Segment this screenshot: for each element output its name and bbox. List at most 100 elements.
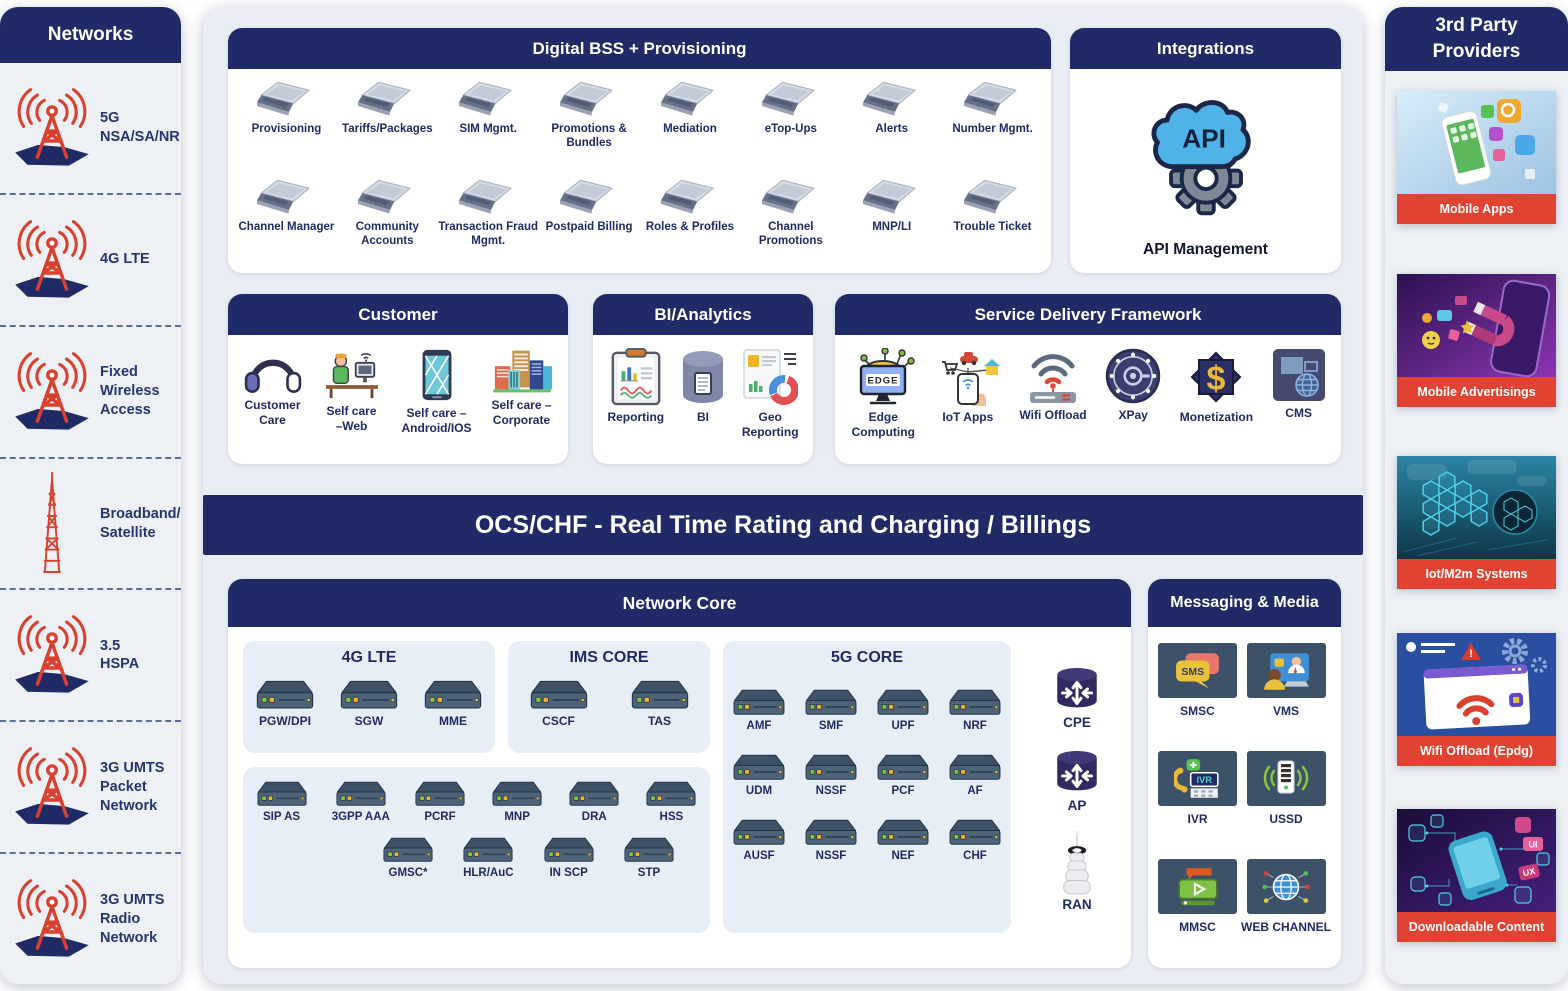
access-label: CPE <box>1063 715 1091 730</box>
server-icon <box>629 679 691 712</box>
node-label: CHF <box>963 850 987 862</box>
bss-item: eTop-Ups <box>740 74 841 172</box>
radio-tower-icon <box>6 88 98 168</box>
api-icon: API <box>1070 74 1341 239</box>
laptop-icon <box>863 81 921 120</box>
node-label: NSSF <box>815 850 847 862</box>
bss-item: Tariffs/Packages <box>337 74 438 172</box>
server-icon <box>947 688 1003 718</box>
network-node: HSS <box>644 780 698 823</box>
network-item-label: 4G LTE <box>100 251 150 268</box>
radio-tower-icon <box>6 615 98 695</box>
messaging-item-label: VMS <box>1272 704 1299 718</box>
network-node: UPF <box>875 688 931 732</box>
sdf-item: $ Monetization <box>1180 338 1253 425</box>
node-label: SMF <box>818 720 844 732</box>
network-node: GMSC* <box>381 836 435 879</box>
messaging-items: SMS SMSC <box>1158 643 1331 934</box>
laptop-icon <box>358 81 416 120</box>
database-icon <box>682 351 723 403</box>
digital-bss-header: Digital BSS + Provisioning <box>228 28 1051 69</box>
bi-item-label: BI <box>696 410 709 424</box>
network-node: AUSF <box>731 818 787 862</box>
bi-item-label: Reporting <box>607 410 665 424</box>
edge-computing-icon: EDGE <box>860 348 915 405</box>
iot-m2m-thumbnail <box>1397 456 1556 559</box>
network-item-label: 5G NSA/SA/NR <box>100 110 180 145</box>
node-label: NSSF <box>815 785 847 797</box>
messaging-media-title: Messaging & Media <box>1170 594 1319 611</box>
bss-item: Trouble Ticket <box>942 172 1043 270</box>
network-item-4g: 4G LTE <box>0 195 181 327</box>
messaging-item-label: SMSC <box>1180 704 1215 718</box>
bss-item: Promotions & Bundles <box>539 74 640 172</box>
radio-tower-icon <box>6 352 98 432</box>
networks-header: Networks <box>0 7 181 63</box>
server-icon <box>731 818 787 848</box>
bss-item-label: Promotions & Bundles <box>551 123 627 150</box>
ocs-chf-banner-label: OCS/CHF - Real Time Rating and Charging … <box>474 510 1092 539</box>
five-g-group-title: 5G CORE <box>830 649 903 666</box>
bss-item-label: SIM Mgmt. <box>459 123 517 135</box>
messaging-item: WEB CHANNEL <box>1241 859 1331 934</box>
digital-bss-grid: Provisioning Tariffs/Packages SIM Mgmt. … <box>236 74 1043 269</box>
laptop-icon <box>560 81 618 120</box>
customer-item: Self care – Corporate <box>491 338 553 428</box>
bss-item-label: Transaction Fraud Mgmt. <box>438 220 539 247</box>
network-node: HLR/AuC <box>461 836 515 879</box>
bss-item-label: Community Accounts <box>355 220 419 247</box>
sdf-item: IoT Apps <box>935 338 1001 425</box>
sdf-item-label: Wifi Offload <box>1019 408 1087 422</box>
provider-wifi-offload: ! Wifi Offload (Epdg) <box>1397 633 1556 767</box>
node-label: AUSF <box>743 850 775 862</box>
laptop-icon <box>964 81 1022 120</box>
customer-item: Self care –Web <box>321 338 383 434</box>
router-icon <box>1053 747 1101 797</box>
bss-item-label: Postpaid Billing <box>545 220 633 233</box>
network-item-label: Broadband/ Satellite <box>100 505 181 541</box>
server-icon <box>803 818 859 848</box>
network-node: NSSF <box>803 753 859 797</box>
bss-item-label: Provisioning <box>251 123 322 135</box>
sdf-item-label: XPay <box>1118 408 1148 422</box>
server-icon <box>490 780 544 809</box>
network-node: CSCF <box>528 679 590 728</box>
network-node: UDM <box>731 753 787 797</box>
radio-tower-icon <box>6 747 98 827</box>
messaging-item: MMSC <box>1158 859 1237 934</box>
service-delivery-card: Service Delivery Framework EDGE Edge Com… <box>835 294 1341 464</box>
node-label: PCRF <box>424 811 456 823</box>
cms-icon <box>1272 349 1325 401</box>
node-label: TAS <box>647 714 672 728</box>
server-icon <box>875 688 931 718</box>
five-g-group: 5G CORE AMF SMF UPF NRF UDM NSSF PCF AF … <box>723 641 1011 933</box>
messaging-item-label: WEB CHANNEL <box>1241 920 1331 934</box>
network-core-card: Network Core 4G LTE PGW/DPI SGW MME IMS … <box>228 579 1131 968</box>
laptop-icon <box>762 179 820 218</box>
network-node: TAS <box>629 679 691 728</box>
iot-apps-icon <box>941 352 1000 406</box>
bi-item: Reporting <box>607 338 664 425</box>
server-icon <box>803 688 859 718</box>
xpay-icon <box>1105 348 1161 404</box>
bss-item: Mediation <box>640 74 741 172</box>
integrations-title: Integrations <box>1156 38 1255 58</box>
ims-group-title: IMS CORE <box>569 649 649 666</box>
svg-text:API: API <box>1182 123 1226 153</box>
digital-bss-title: Digital BSS + Provisioning <box>532 38 747 58</box>
node-label: NRF <box>963 720 987 732</box>
video-meeting-icon <box>1246 643 1326 698</box>
ocs-chf-banner: OCS/CHF - Real Time Rating and Charging … <box>203 495 1363 555</box>
lte-group: 4G LTE PGW/DPI SGW MME <box>243 641 495 753</box>
mobile-advertisings-thumbnail <box>1397 274 1556 377</box>
node-label: NEF <box>891 850 915 862</box>
service-delivery-title: Service Delivery Framework <box>974 304 1202 324</box>
access-node-ran: RAN <box>1058 830 1096 912</box>
svg-text:IVR: IVR <box>1196 774 1212 785</box>
headset-icon <box>244 359 301 394</box>
network-item-label: Fixed Wireless Access <box>100 364 160 419</box>
customer-item: Customer Care <box>244 338 302 428</box>
customer-item-label: Self care – Corporate <box>491 398 552 427</box>
network-node: SGW <box>338 679 400 728</box>
sdf-item-label: Monetization <box>1179 410 1254 424</box>
